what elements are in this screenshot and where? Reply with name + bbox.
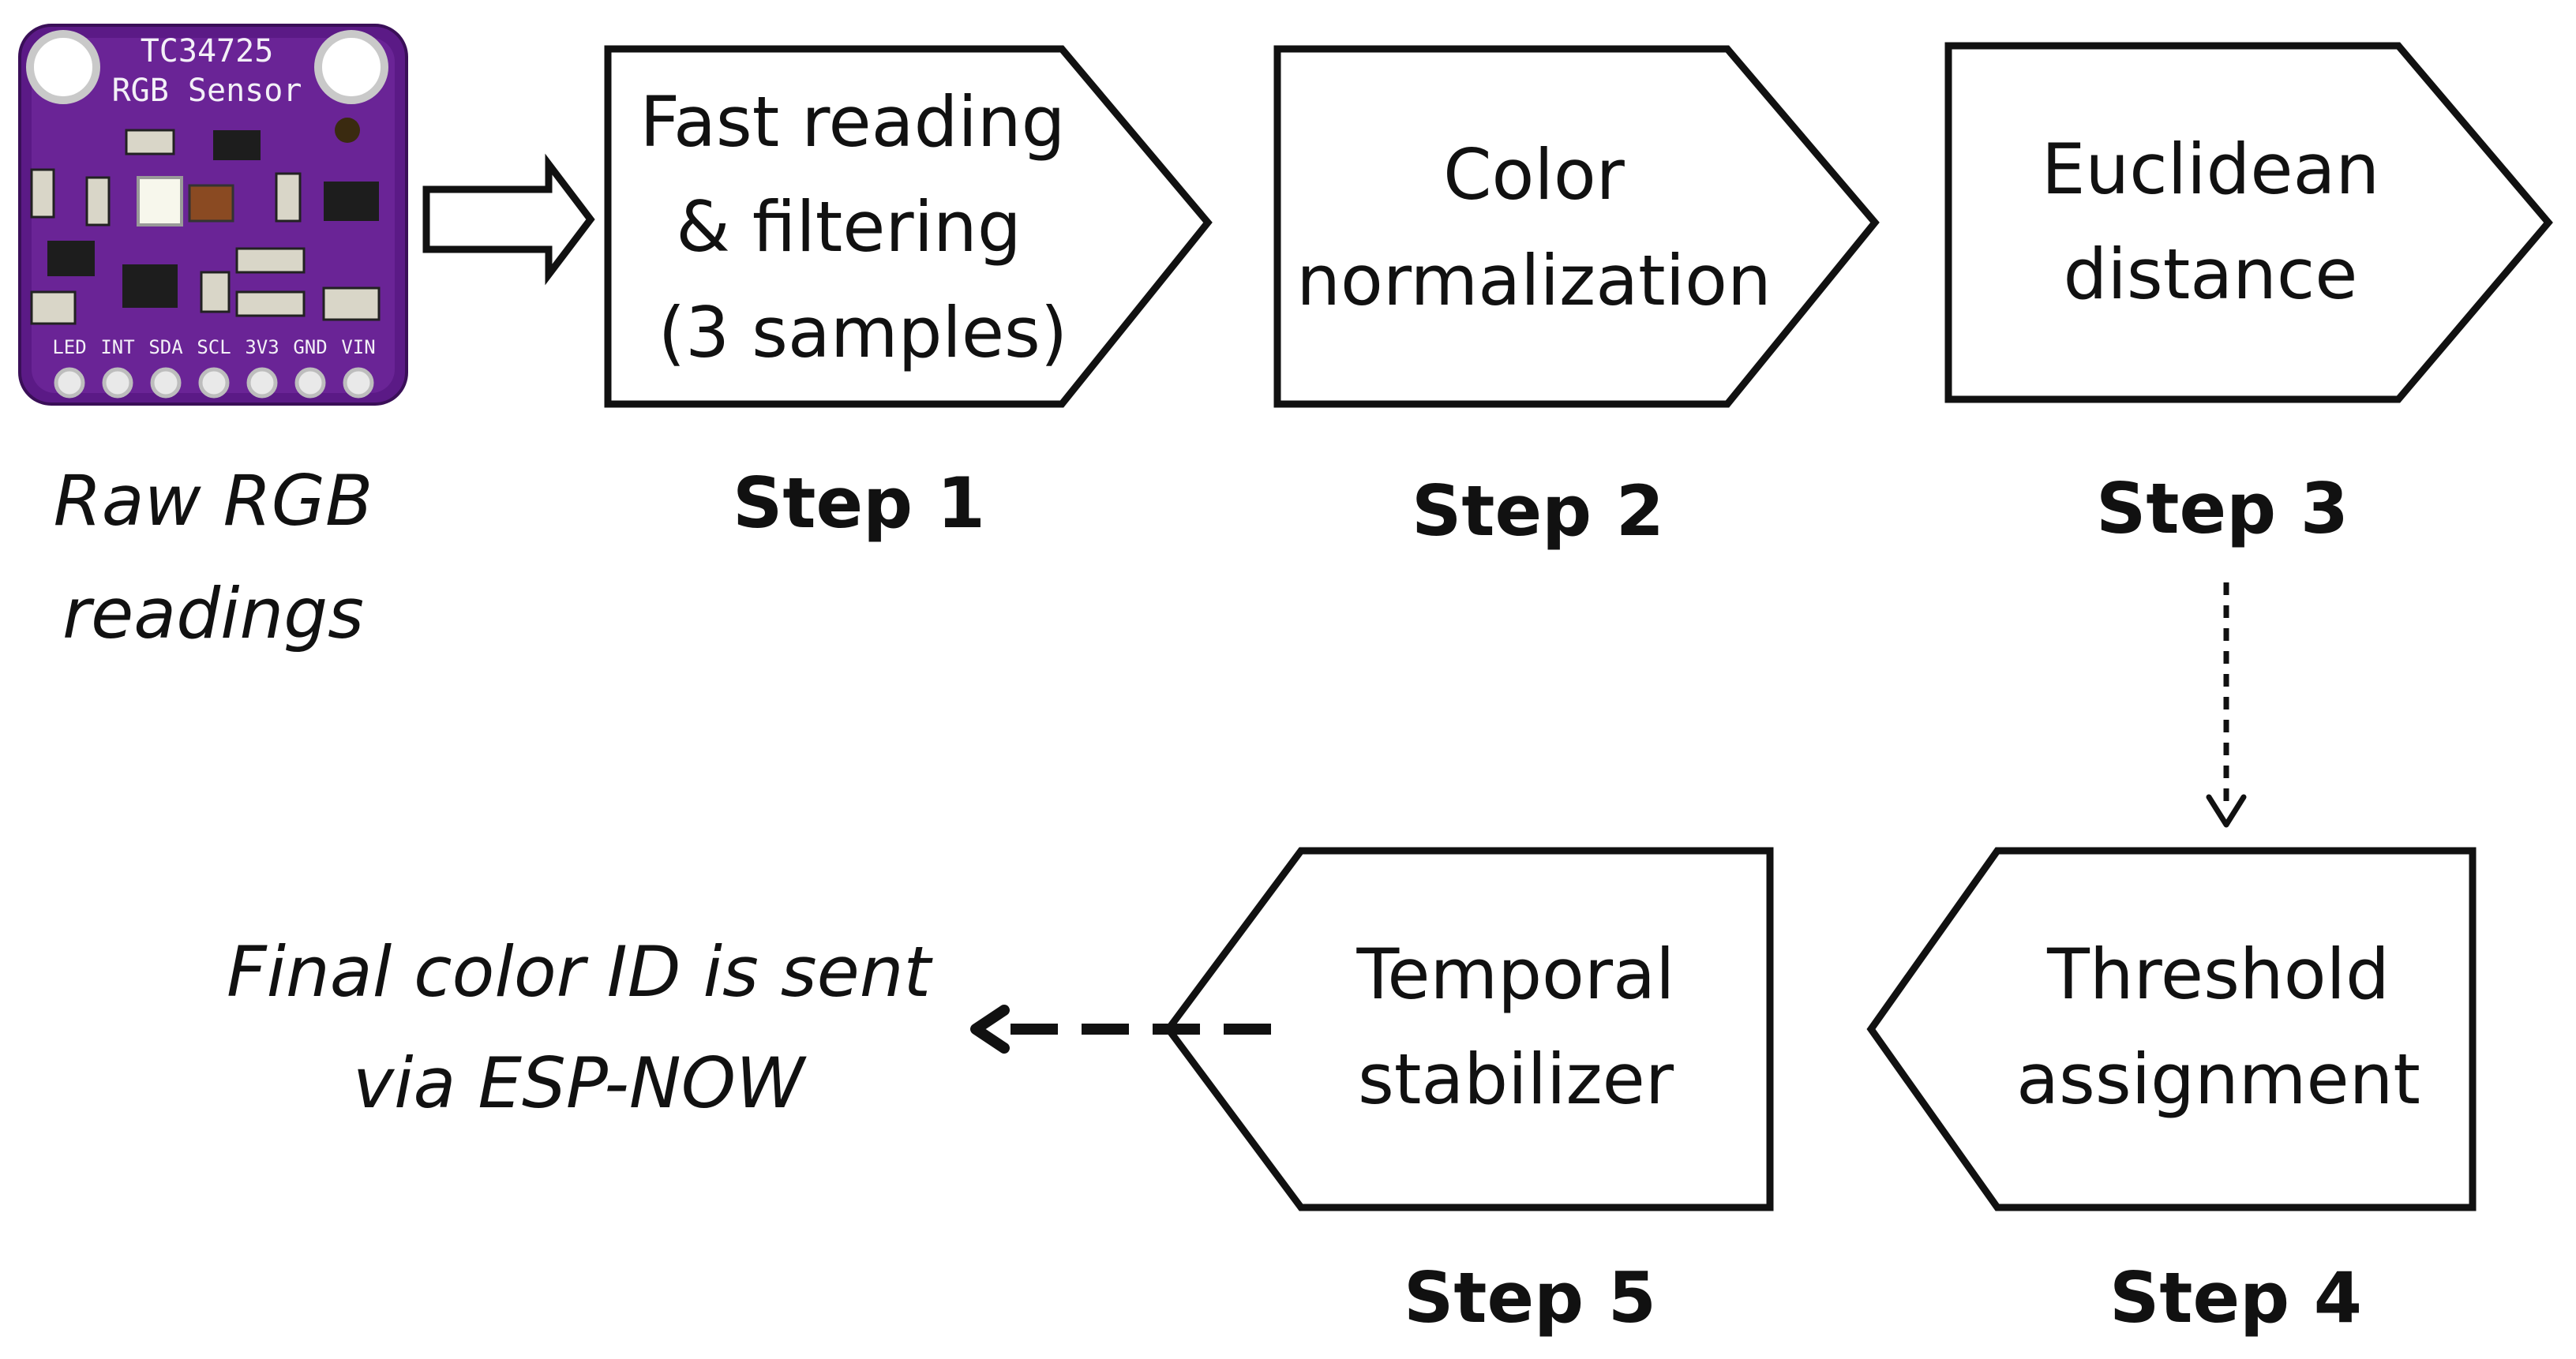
rgb-sensor-board-icon: TC34725 RGB Sensor LED INT SDA SCL 3V3 GND VIN [18,24,408,406]
sensor-caption-line2: readings [62,573,364,654]
pin-pad-3v3 [246,367,278,399]
step-4-label: Step 4 [2109,1257,2362,1338]
step-1-shape [604,45,1213,408]
pin-pad-sda [150,367,182,399]
pin-label-sda: SDA [148,336,183,358]
step-1-line-2: & filtering [676,186,1021,268]
step-2-line-2: normalization [1296,240,1771,321]
step-2-label: Step 2 [1412,470,1664,552]
sensor-caption-line1: Raw RGB [54,460,373,541]
step-3-shape [1944,42,2553,403]
step-4-shape [1866,847,2477,1211]
output-line-1: Final color ID is sent [227,931,934,1013]
step-1-line-3: (3 samples) [658,292,1067,373]
step-2-shape [1273,45,1880,408]
board-line1: TC34725 [141,33,274,69]
pin-labels: LED INT SDA SCL 3V3 GND VIN [52,336,375,358]
step-5-line-1: Temporal [1356,934,1675,1015]
pin-label-vin: VIN [341,336,375,358]
pin-label-3v3: 3V3 [245,336,279,358]
step-5-line-2: stabilizer [1358,1039,1674,1120]
step-1-line-1: Fast reading [639,81,1065,163]
step-5-node: Temporal stabilizer [1164,847,1774,1211]
pin-pad-int [102,367,133,399]
step-2-node: Color normalization [1273,45,1880,408]
pin-pad-led [54,367,85,399]
step-4-node: Threshold assignment [1866,847,2477,1211]
step-1-node: Fast reading & filtering (3 samples) [604,45,1213,408]
pin-pad-gnd [294,367,326,399]
pin-label-scl: SCL [197,336,231,358]
pin-pads [54,367,374,399]
step-3-node: Euclidean distance [1944,42,2553,403]
step-5-shape [1164,847,1774,1211]
board-line2: RGB Sensor [112,73,302,109]
output-line-2: via ESP-NOW [353,1043,807,1124]
pin-pad-scl [198,367,230,399]
down-dotted-arrow-icon [2206,582,2247,828]
pin-label-int: INT [100,336,134,358]
pin-label-led: LED [52,336,86,358]
step-3-line-1: Euclidean [2042,129,2379,210]
step-3-label: Step 3 [2096,468,2349,549]
step-1-label: Step 1 [733,462,985,544]
step-4-line-1: Threshold [2046,934,2390,1015]
step-3-line-2: distance [2064,234,2358,315]
step-5-label: Step 5 [1404,1257,1656,1338]
pin-pad-vin [343,367,374,399]
pin-label-gnd: GND [293,336,327,358]
output-dashed-arrow-icon [970,1005,1271,1054]
step-2-line-1: Color [1443,134,1625,215]
input-arrow-icon [422,153,595,286]
step-4-line-2: assignment [2016,1039,2420,1120]
